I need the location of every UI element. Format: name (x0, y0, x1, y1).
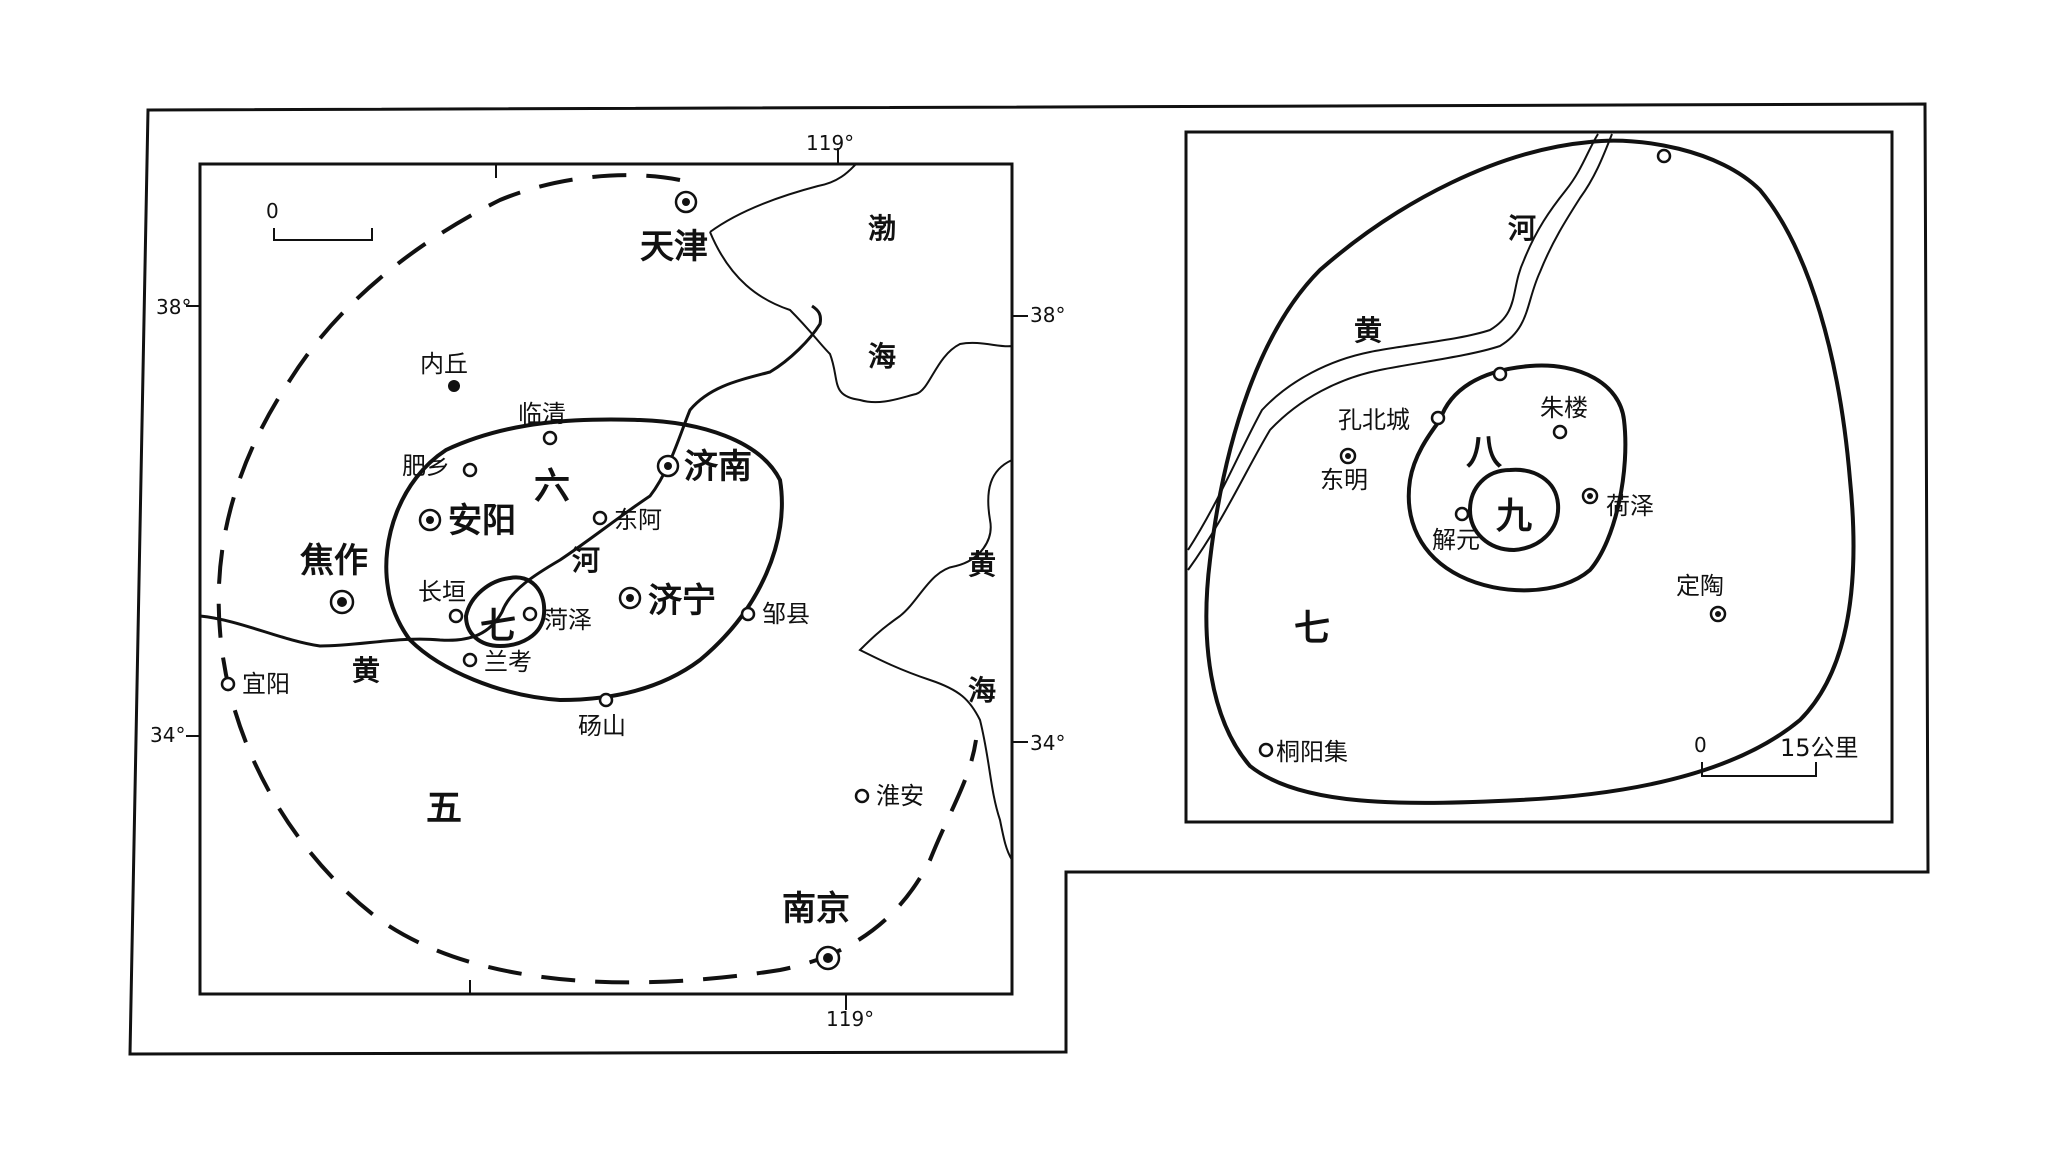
label-neiqiu: 内丘 (420, 350, 468, 378)
label-river-huang: 黄 (352, 654, 380, 687)
label-donge: 东阿 (614, 506, 662, 534)
lat-label-left-38: 38° (156, 295, 191, 319)
marker-linqing (542, 430, 558, 446)
label-dingtao: 定陶 (1676, 572, 1724, 600)
isoseismal-ix (1467, 467, 1561, 553)
label-huanghai-1: 黄 (968, 548, 996, 581)
label-linqing: 临清 (518, 400, 566, 428)
scale-label-right: 15公里 (1780, 734, 1859, 762)
scale-zero-left: 0 (266, 199, 279, 223)
marker-donge (592, 510, 608, 526)
marker-dangshan (598, 692, 614, 708)
label-heze: 菏泽 (544, 606, 592, 634)
isoseismal-vii-right (1204, 138, 1856, 805)
coastline-bohai (709, 163, 1013, 404)
outer-frame (128, 102, 1930, 1056)
label-jining: 济宁 (648, 581, 716, 621)
zone-label-ix: 九 (1496, 496, 1532, 537)
label-kongbeicheng: 孔北城 (1338, 406, 1410, 434)
isoseismal-v (216, 173, 978, 985)
right-map-frame (1184, 130, 1894, 824)
label-changyuan: 长垣 (418, 578, 466, 606)
label-jinan: 济南 (684, 447, 752, 487)
marker-jinan-core (664, 462, 672, 470)
marker-nanjing-core (823, 953, 833, 963)
label-xieyuan: 解元 (1432, 526, 1480, 554)
lon-label-bottom: 119° (826, 1007, 874, 1031)
scale-bar-left (273, 228, 373, 241)
label-bohai-2: 海 (868, 340, 896, 373)
marker-dongming-core (1345, 453, 1351, 459)
label-huanghai-2: 海 (968, 674, 996, 707)
label-huaian: 淮安 (876, 782, 924, 810)
lon-label-top: 119° (806, 131, 854, 155)
scale-zero-right: 0 (1694, 733, 1707, 757)
left-map-frame (198, 162, 1014, 996)
marker-dingtao-core (1715, 611, 1721, 617)
label-anyang: 安阳 (448, 501, 516, 541)
isoseismal-vi (384, 417, 784, 703)
marker-neiqiu (448, 380, 460, 392)
right-map: 河 黄 七 八 九 孔北城 朱楼 东明 解元 荷泽 定陶 桐阳集 0 15公里 (1184, 130, 1894, 824)
marker-tongyangji (1258, 742, 1274, 758)
city-markers-left (220, 190, 870, 971)
marker-zhulou (1552, 424, 1568, 440)
label-dongming: 东明 (1320, 466, 1368, 494)
marker-huaian (854, 788, 870, 804)
coastline-yellow-sea (858, 459, 1013, 861)
scale-bar-right (1701, 762, 1817, 777)
zone-label-vii-left: 七 (480, 606, 516, 647)
marker-anyang-core (426, 516, 434, 524)
label-zhulou: 朱楼 (1540, 394, 1588, 422)
marker-changyuan (448, 608, 464, 624)
label-zouxian: 邹县 (762, 600, 810, 628)
zone-label-viii: 八 (1466, 432, 1503, 473)
marker-heze (522, 606, 538, 622)
label-right-river-huang: 黄 (1354, 314, 1382, 347)
marker-tianjin-core (682, 198, 690, 206)
label-river-he: 河 (572, 544, 600, 577)
yellow-river-bank-2 (1187, 133, 1613, 571)
label-yiyang: 宜阳 (242, 670, 290, 698)
marker-yiyang (220, 676, 236, 692)
marker-jining-core (626, 594, 634, 602)
label-dangshan: 砀山 (578, 712, 626, 740)
left-map: 119° 119° 38° 38° 34° 34° 0 (150, 131, 1065, 1031)
zone-label-vii-right: 七 (1294, 608, 1330, 649)
marker-top-right (1656, 148, 1672, 164)
label-tianjin: 天津 (640, 227, 708, 267)
label-lankao: 兰考 (484, 648, 532, 676)
label-right-river-he: 河 (1508, 212, 1536, 245)
isoseismal-viii (1406, 363, 1628, 593)
marker-kongbeicheng (1430, 410, 1446, 426)
yellow-river-left (199, 304, 822, 648)
yellow-river-bank-1 (1187, 133, 1599, 551)
label-feixiang: 肥乡 (402, 452, 450, 480)
label-nanjing: 南京 (782, 889, 850, 929)
city-markers-right (1258, 148, 1727, 758)
marker-feixiang (462, 462, 478, 478)
marker-xieyuan (1454, 506, 1470, 522)
lat-label-right-38: 38° (1030, 303, 1065, 327)
lat-label-left-34: 34° (150, 723, 185, 747)
zone-label-vi: 六 (534, 466, 570, 507)
marker-zouxian (740, 606, 756, 622)
marker-jiaozuo-core (337, 597, 347, 607)
label-tongyangji: 桐阳集 (1276, 738, 1348, 766)
label-jiaozuo: 焦作 (300, 541, 368, 581)
lat-label-right-34: 34° (1030, 731, 1065, 755)
marker-lankao (462, 652, 478, 668)
marker-zhulou-north (1492, 366, 1508, 382)
isoseismal-vii-left (463, 575, 547, 649)
zone-label-v: 五 (426, 788, 462, 829)
marker-heze-right-core (1587, 493, 1593, 499)
label-heze-right: 荷泽 (1606, 492, 1654, 520)
label-bohai-1: 渤 (868, 212, 896, 245)
